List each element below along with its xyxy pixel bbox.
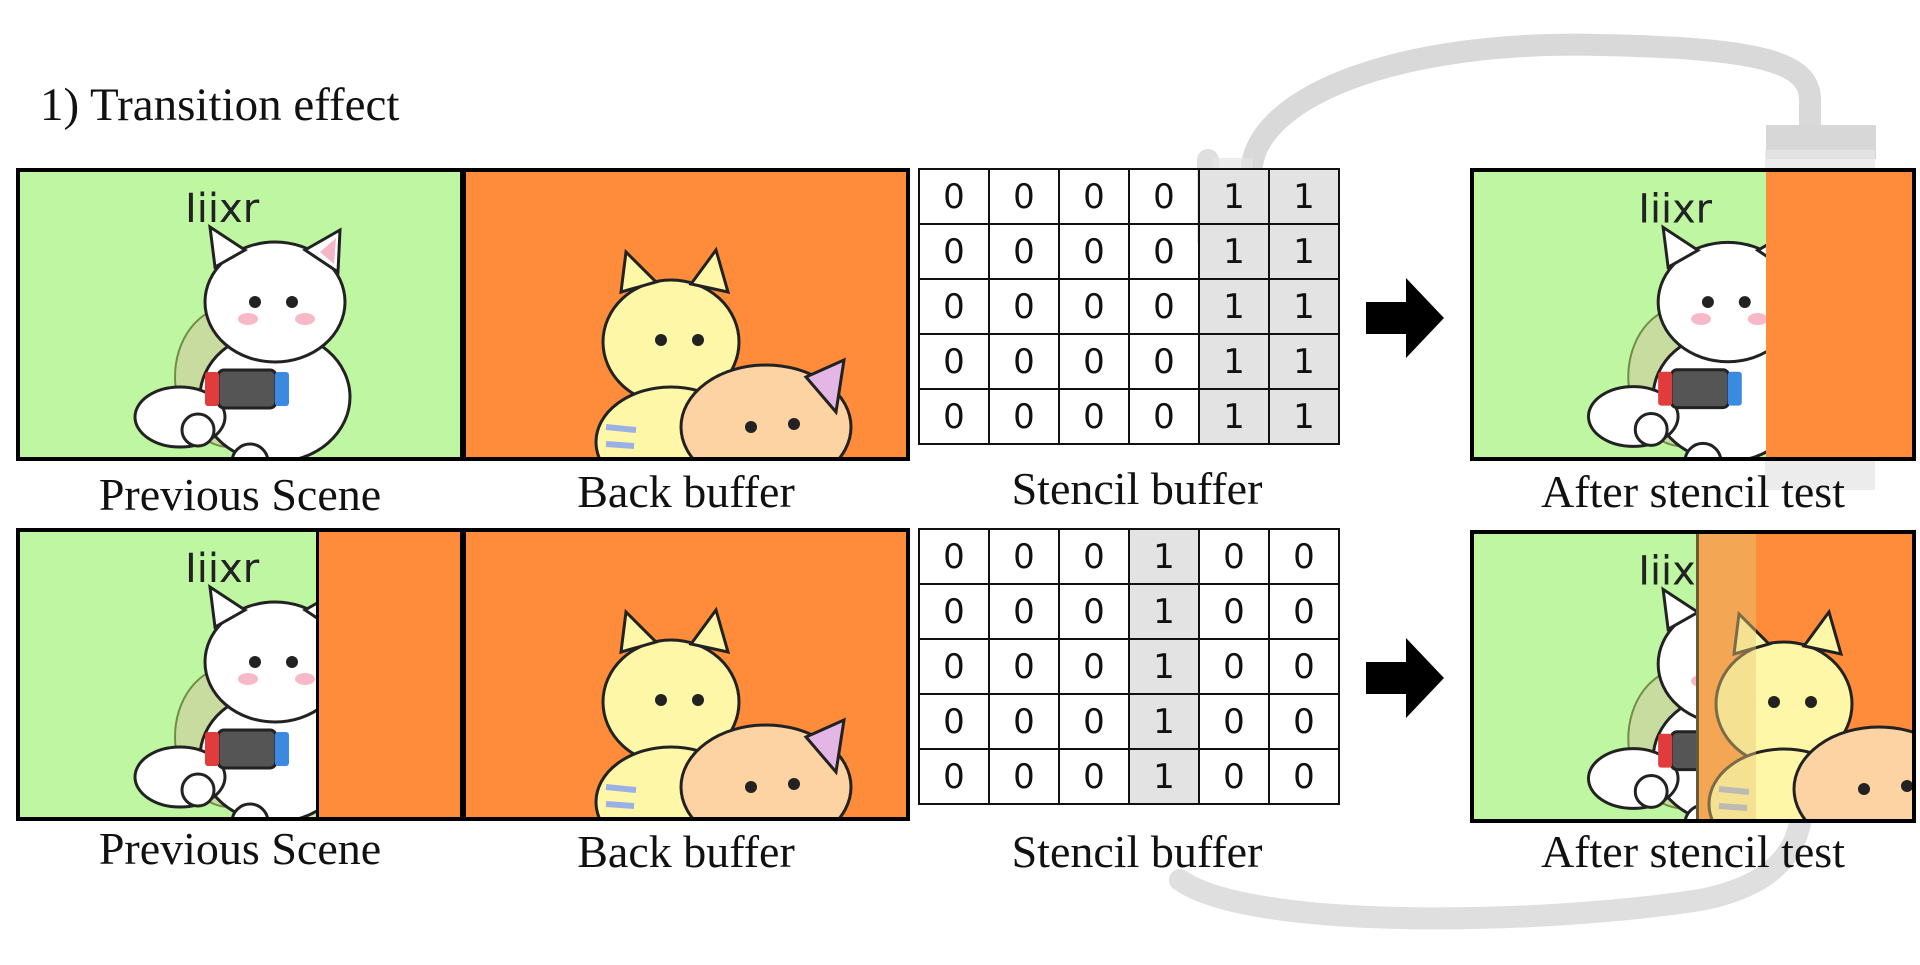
stencil-cell: 0 — [988, 223, 1060, 280]
stencil-cell: 0 — [1268, 638, 1340, 695]
stencil-cell: 1 — [1128, 693, 1200, 750]
row2-previous-scene-image: Iiixr — [16, 528, 464, 821]
stencil-cell: 0 — [1198, 693, 1270, 750]
row2-after-stencil-image: Iiixr — [1470, 530, 1916, 823]
white-cat-illustration: Iiixr — [133, 546, 352, 817]
stencil-cell: 0 — [918, 638, 990, 695]
stencil-cell: 1 — [1268, 168, 1340, 225]
stencil-cell: 0 — [988, 748, 1060, 805]
two-cats-illustration — [466, 532, 906, 817]
white-cat-illustration: Iiixr — [1586, 186, 1804, 457]
stencil-cell: 1 — [1198, 168, 1270, 225]
stencil-cell: 0 — [1268, 583, 1340, 640]
stencil-cell: 0 — [1128, 333, 1200, 390]
row1-orange-overlay — [1766, 172, 1912, 457]
stencil-cell: 0 — [988, 693, 1060, 750]
stencil-cell: 1 — [1268, 388, 1340, 445]
stencil-cell: 0 — [1058, 278, 1130, 335]
stencil-cell: 1 — [1198, 388, 1270, 445]
stencil-cell: 0 — [1128, 388, 1200, 445]
logo-text: Iiixr — [185, 186, 260, 232]
stencil-cell: 0 — [1058, 333, 1130, 390]
stencil-cell: 0 — [988, 528, 1060, 585]
stencil-cell: 0 — [1058, 388, 1130, 445]
stencil-cell: 0 — [1268, 528, 1340, 585]
stencil-cell: 0 — [988, 333, 1060, 390]
row1-back-caption: Back buffer — [577, 466, 795, 517]
stencil-cell: 1 — [1128, 638, 1200, 695]
stencil-cell: 0 — [918, 693, 990, 750]
row2-orange-strip — [316, 532, 460, 817]
stencil-cell: 0 — [988, 278, 1060, 335]
row1-right-arrow-icon — [1366, 278, 1444, 358]
stencil-cell: 0 — [1058, 693, 1130, 750]
stencil-cell: 0 — [918, 748, 990, 805]
stencil-cell: 0 — [988, 583, 1060, 640]
stencil-cell: 0 — [1058, 638, 1130, 695]
row2-previous-caption: Previous Scene — [98, 823, 382, 874]
stencil-cell: 0 — [1128, 168, 1200, 225]
row1-previous-scene-image: Iiixr — [16, 168, 464, 461]
stencil-cell: 0 — [1058, 528, 1130, 585]
row2-after-caption: After stencil test — [1540, 826, 1845, 877]
row2-stencil-caption: Stencil buffer — [1011, 826, 1263, 877]
row2-transition-band — [1696, 534, 1756, 819]
stencil-cell: 0 — [1058, 223, 1130, 280]
figure-title: 1) Transition effect — [40, 79, 400, 131]
stencil-cell: 0 — [1198, 638, 1270, 695]
stencil-cell: 0 — [918, 388, 990, 445]
stencil-cell: 0 — [918, 528, 990, 585]
stencil-cell: 1 — [1198, 278, 1270, 335]
row1-stencil-caption: Stencil buffer — [1011, 463, 1263, 514]
two-cats-illustration — [466, 172, 906, 457]
stencil-cell: 0 — [918, 278, 990, 335]
white-cat-illustration: Iiixr — [133, 186, 352, 457]
stencil-cell: 0 — [918, 333, 990, 390]
stencil-cell: 1 — [1268, 278, 1340, 335]
stencil-cell: 0 — [1128, 223, 1200, 280]
stencil-cell: 1 — [1128, 528, 1200, 585]
row1-after-caption: After stencil test — [1540, 466, 1845, 517]
stencil-cell: 0 — [1058, 168, 1130, 225]
stencil-cell: 1 — [1128, 583, 1200, 640]
stencil-cell: 0 — [1268, 748, 1340, 805]
row1-back-buffer-image — [462, 168, 910, 461]
row2-right-arrow-icon — [1366, 638, 1444, 718]
stencil-cell: 0 — [988, 638, 1060, 695]
stencil-cell: 0 — [1268, 693, 1340, 750]
row2-back-buffer-reveal — [1696, 534, 1912, 819]
stencil-cell: 0 — [988, 168, 1060, 225]
stencil-cell: 0 — [918, 168, 990, 225]
logo-text: Iiixr — [185, 546, 260, 592]
stencil-cell: 0 — [918, 223, 990, 280]
row1-previous-caption: Previous Scene — [98, 469, 382, 520]
stencil-cell: 0 — [918, 583, 990, 640]
stencil-cell: 0 — [1058, 748, 1130, 805]
stencil-cell: 1 — [1198, 223, 1270, 280]
row1-after-stencil-image: Iiixr — [1470, 168, 1916, 461]
stencil-cell: 0 — [1198, 583, 1270, 640]
stencil-cell: 0 — [1198, 748, 1270, 805]
stencil-cell: 0 — [1058, 583, 1130, 640]
stencil-cell: 1 — [1128, 748, 1200, 805]
stencil-cell: 0 — [1198, 528, 1270, 585]
stencil-cell: 1 — [1268, 333, 1340, 390]
stencil-cell: 1 — [1198, 333, 1270, 390]
stencil-cell: 0 — [988, 388, 1060, 445]
stencil-cell: 1 — [1268, 223, 1340, 280]
row2-back-caption: Back buffer — [577, 826, 795, 877]
row2-back-buffer-image — [462, 528, 910, 821]
stencil-cell: 0 — [1128, 278, 1200, 335]
logo-text: Iiixr — [1638, 186, 1712, 232]
